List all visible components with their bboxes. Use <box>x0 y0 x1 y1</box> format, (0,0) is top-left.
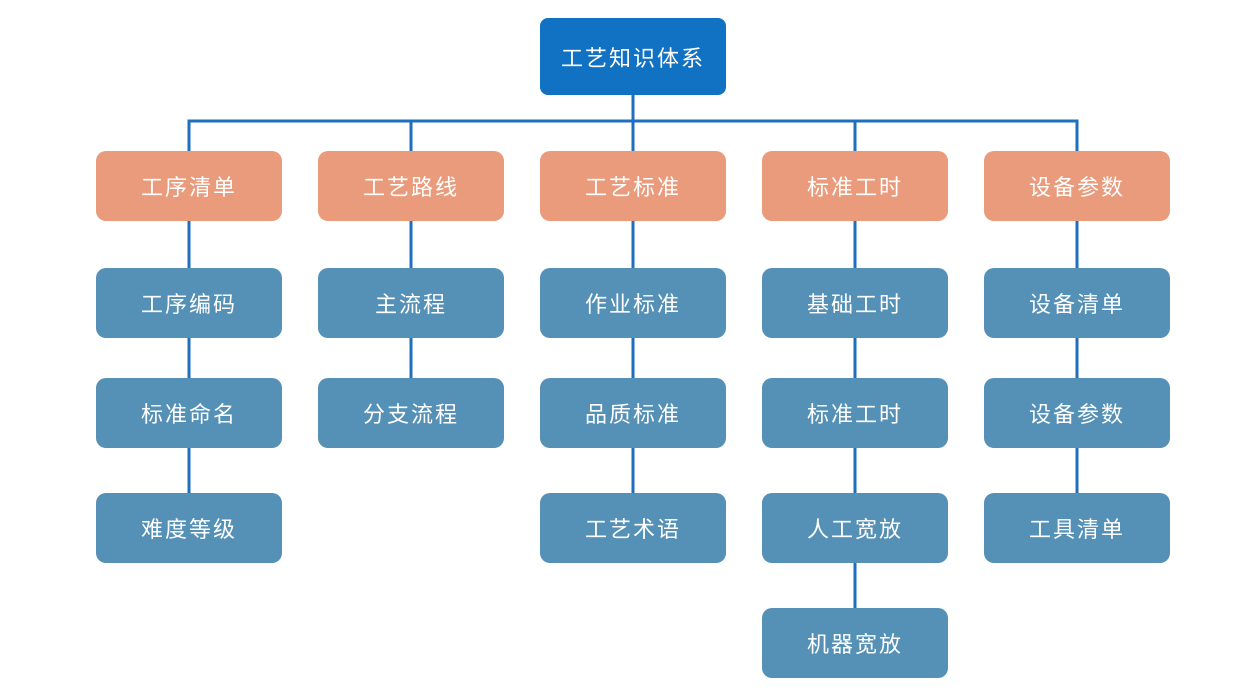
branch-4-header: 标准工时 <box>762 151 948 221</box>
root-node: 工艺知识体系 <box>540 18 726 95</box>
child-node-4-4: 机器宽放 <box>762 608 948 678</box>
child-node-3-3: 工艺术语 <box>540 493 726 563</box>
child-node-1-3: 难度等级 <box>96 493 282 563</box>
branch-1-header: 工序清单 <box>96 151 282 221</box>
child-node-5-1: 设备清单 <box>984 268 1170 338</box>
child-node-4-1: 基础工时 <box>762 268 948 338</box>
branch-2-header: 工艺路线 <box>318 151 504 221</box>
child-node-5-3: 工具清单 <box>984 493 1170 563</box>
child-node-5-2: 设备参数 <box>984 378 1170 448</box>
child-node-4-3: 人工宽放 <box>762 493 948 563</box>
child-node-4-2: 标准工时 <box>762 378 948 448</box>
child-node-2-2: 分支流程 <box>318 378 504 448</box>
branch-5-header: 设备参数 <box>984 151 1170 221</box>
child-node-2-1: 主流程 <box>318 268 504 338</box>
child-node-3-2: 品质标准 <box>540 378 726 448</box>
child-node-3-1: 作业标准 <box>540 268 726 338</box>
child-node-1-2: 标准命名 <box>96 378 282 448</box>
child-node-1-1: 工序编码 <box>96 268 282 338</box>
branch-3-header: 工艺标准 <box>540 151 726 221</box>
